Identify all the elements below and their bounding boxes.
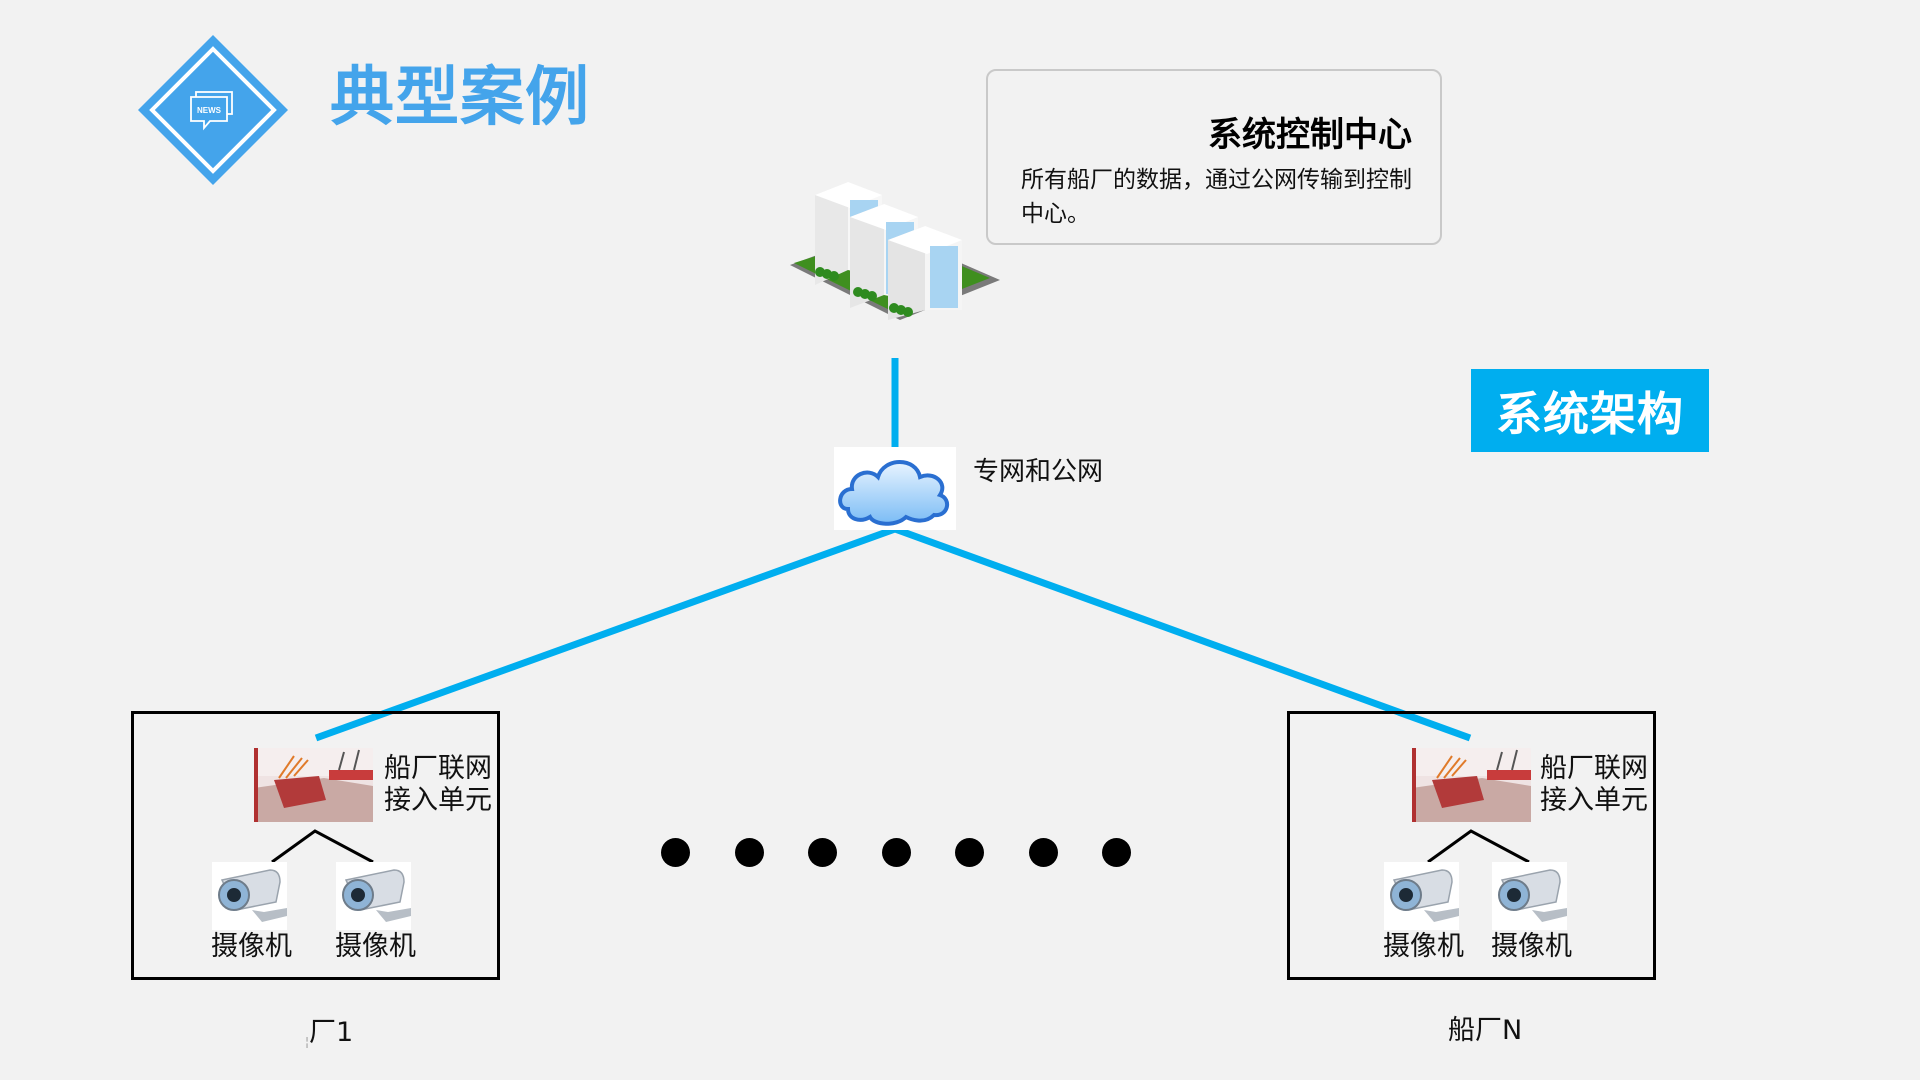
yard-name-n: 船厂N <box>1448 1015 1523 1046</box>
camera-label: 摄像机 <box>1383 931 1464 962</box>
yard-box-1 <box>131 711 500 980</box>
access-unit-label-line2: 接入单元 <box>384 785 492 816</box>
cctv-camera-icon <box>212 862 287 930</box>
camera-label: 摄像机 <box>211 931 292 962</box>
yard-box-n <box>1287 711 1656 980</box>
ellipsis-dot <box>1102 838 1131 867</box>
camera-label: 摄像机 <box>1491 931 1572 962</box>
access-unit-label-line1: 船厂联网 <box>384 753 492 784</box>
ellipsis-dot <box>881 838 911 867</box>
clipped-glyph: ¦ <box>305 1035 310 1049</box>
ellipsis-dot <box>955 838 984 867</box>
network-label: 专网和公网 <box>973 457 1104 487</box>
control-center-callout: 系统控制中心 所有船厂的数据，通过公网传输到控制中心。 <box>986 69 1442 245</box>
control-center-description: 所有船厂的数据，通过公网传输到控制中心。 <box>1021 167 1412 227</box>
camera-label: 摄像机 <box>335 931 416 962</box>
ellipsis-dot <box>808 838 837 867</box>
cctv-camera-icon <box>1384 862 1459 930</box>
access-unit-label-line1: 船厂联网 <box>1540 753 1648 784</box>
news-chat-icon: NEWS <box>190 91 233 131</box>
office-building-icon <box>790 160 1000 320</box>
svg-text:NEWS: NEWS <box>197 106 222 115</box>
ellipsis-dot <box>661 838 690 867</box>
yard-name-1: ¦厂1 <box>305 1010 353 1049</box>
backbone-link-left <box>314 525 897 742</box>
access-unit-label-line2: 接入单元 <box>1540 785 1648 816</box>
ellipsis-dot <box>1028 838 1058 867</box>
cloud-icon <box>834 447 956 530</box>
ellipsis-dot <box>734 838 764 867</box>
cctv-camera-icon <box>336 862 411 930</box>
news-badge-icon: NEWS <box>138 35 288 185</box>
yard-name-1-text: 厂1 <box>309 1017 354 1048</box>
backbone-link-right <box>893 525 1472 742</box>
architecture-tag: 系统架构 <box>1471 369 1709 452</box>
access-unit-label: 船厂联网 接入单元 <box>384 753 492 817</box>
control-center-title: 系统控制中心 <box>1208 115 1412 155</box>
page-title: 典型案例 <box>330 61 590 135</box>
access-unit-label: 船厂联网 接入单元 <box>1540 753 1648 817</box>
shipyard-photo <box>1412 748 1531 822</box>
cctv-camera-icon <box>1492 862 1567 930</box>
shipyard-photo <box>254 748 373 822</box>
